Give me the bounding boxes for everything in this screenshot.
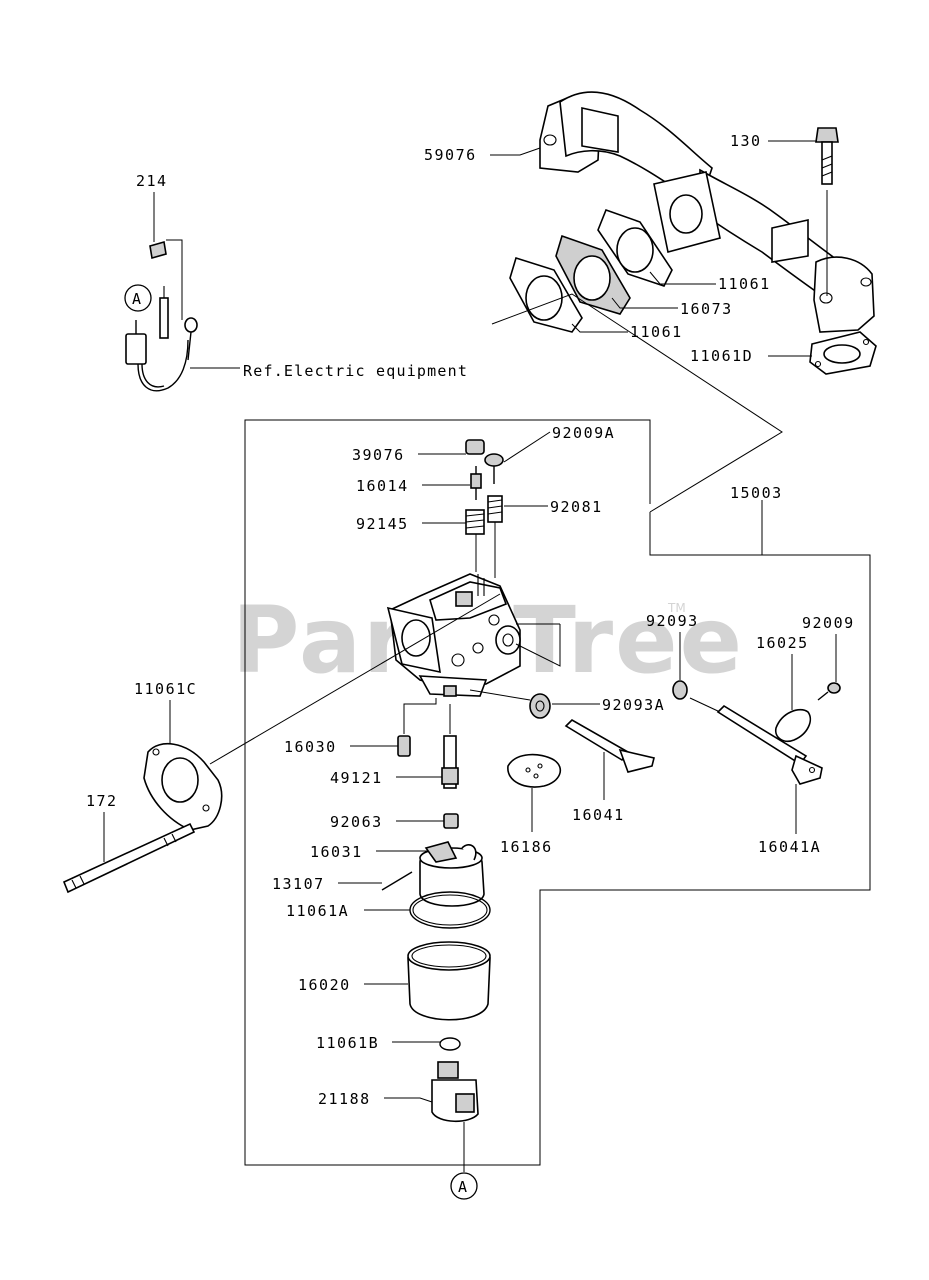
bolt-130[interactable] xyxy=(815,127,839,296)
throttle-shaft-16041[interactable] xyxy=(564,719,655,773)
reference-note[interactable]: Ref.Electric equipment xyxy=(243,362,468,380)
throttle-plate-16186[interactable] xyxy=(507,753,562,788)
label-92093A[interactable]: 92093A xyxy=(602,696,665,714)
gasket-11061C[interactable] xyxy=(143,743,223,831)
seal-92093[interactable] xyxy=(672,680,688,700)
label-21188[interactable]: 21188 xyxy=(318,1090,371,1108)
gasket-11061D[interactable] xyxy=(809,331,877,375)
label-16186[interactable]: 16186 xyxy=(500,838,553,856)
screw-92009[interactable] xyxy=(817,682,841,701)
label-11061B[interactable]: 11061B xyxy=(316,1034,379,1052)
label-130[interactable]: 130 xyxy=(730,132,762,150)
label-11061-upper[interactable]: 11061 xyxy=(718,275,771,293)
spring-92145[interactable] xyxy=(465,509,485,572)
label-11061-lower[interactable]: 11061 xyxy=(630,323,683,341)
gasket-16073[interactable] xyxy=(555,234,631,315)
nozzle-49121[interactable] xyxy=(441,735,459,789)
needle-16014[interactable] xyxy=(470,466,482,500)
callout-letter-top: A xyxy=(132,290,143,308)
label-92093[interactable]: 92093 xyxy=(646,612,699,630)
screw-214[interactable] xyxy=(149,240,167,260)
label-39076[interactable]: 39076 xyxy=(352,446,405,464)
solenoid-21188[interactable] xyxy=(431,1061,479,1123)
cap-39076[interactable] xyxy=(465,439,485,455)
stud-172[interactable] xyxy=(62,822,196,894)
spring-92063[interactable] xyxy=(443,813,459,829)
label-16014[interactable]: 16014 xyxy=(356,477,409,495)
label-16030[interactable]: 16030 xyxy=(284,738,337,756)
fuel-solenoid-wire[interactable] xyxy=(125,286,198,392)
gasket-11061-lower[interactable] xyxy=(509,256,583,333)
label-92145[interactable]: 92145 xyxy=(356,515,409,533)
carburetor-body[interactable] xyxy=(386,573,521,697)
label-59076[interactable]: 59076 xyxy=(424,146,477,164)
watermark-trademark: TM xyxy=(667,601,686,615)
pin-13107[interactable] xyxy=(381,871,413,891)
label-92081[interactable]: 92081 xyxy=(550,498,603,516)
washer-11061B[interactable] xyxy=(439,1037,461,1051)
label-16073[interactable]: 16073 xyxy=(680,300,733,318)
callout-letter-bottom: A xyxy=(458,1178,469,1196)
label-11061C[interactable]: 11061C xyxy=(134,680,197,698)
jet-16030[interactable] xyxy=(397,735,411,757)
gasket-11061-upper[interactable] xyxy=(597,208,673,287)
label-92009[interactable]: 92009 xyxy=(802,614,855,632)
label-16041[interactable]: 16041 xyxy=(572,806,625,824)
label-11061A[interactable]: 11061A xyxy=(286,902,349,920)
callout-circle-bottom[interactable] xyxy=(450,1172,478,1200)
label-16020[interactable]: 16020 xyxy=(298,976,351,994)
exhaust-manifold[interactable] xyxy=(539,91,875,333)
callout-circle-top[interactable] xyxy=(124,284,152,312)
label-11061D[interactable]: 11061D xyxy=(690,347,753,365)
label-16025[interactable]: 16025 xyxy=(756,634,809,652)
label-92063[interactable]: 92063 xyxy=(330,813,383,831)
label-16041A[interactable]: 16041A xyxy=(758,838,821,856)
label-92009A[interactable]: 92009A xyxy=(552,424,615,442)
label-49121[interactable]: 49121 xyxy=(330,769,383,787)
label-16031[interactable]: 16031 xyxy=(310,843,363,861)
choke-shaft-16041A[interactable] xyxy=(716,704,823,785)
label-15003[interactable]: 15003 xyxy=(730,484,783,502)
float-16031[interactable] xyxy=(419,841,485,907)
spring-92081[interactable] xyxy=(487,495,503,578)
choke-plate-16025[interactable] xyxy=(774,708,812,743)
screw-92009A[interactable] xyxy=(484,453,504,484)
float-bowl-16020[interactable] xyxy=(407,941,491,1021)
label-13107[interactable]: 13107 xyxy=(272,875,325,893)
seal-92093A[interactable] xyxy=(529,693,551,719)
label-172[interactable]: 172 xyxy=(86,792,118,810)
label-214[interactable]: 214 xyxy=(136,172,168,190)
